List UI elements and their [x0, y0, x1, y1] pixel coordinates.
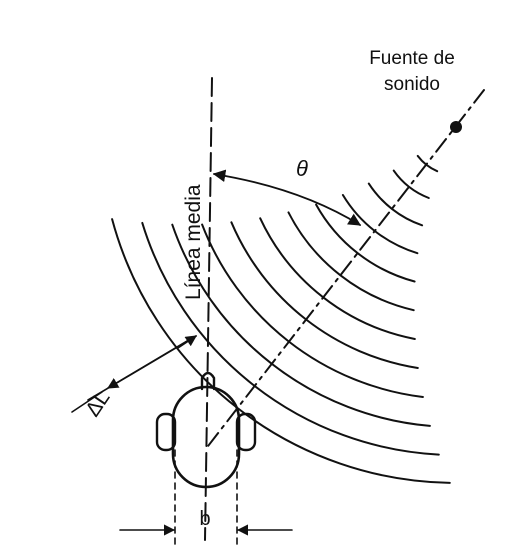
b-label: b	[199, 508, 210, 530]
wavefront-arc	[287, 211, 415, 312]
wavefront-arc	[367, 182, 424, 227]
theta-label: θ	[296, 156, 308, 181]
left-ear	[155, 412, 177, 452]
wavefront-arc	[171, 223, 431, 427]
midline	[204, 77, 213, 541]
nose	[200, 371, 216, 391]
wavefront-arc	[315, 203, 416, 283]
source-label-line1: Fuente de	[369, 48, 455, 69]
b-dimension: b	[119, 449, 293, 546]
wavefront-arc	[392, 169, 430, 199]
midline-label: Línea media	[182, 184, 205, 300]
delta-l-label: ΔL	[81, 387, 114, 421]
wavefront-arc	[111, 218, 451, 484]
wavefront-arc	[259, 217, 416, 340]
theta-arc	[212, 169, 362, 226]
wavefront-arc	[341, 194, 419, 255]
wavefront-arc	[141, 221, 440, 456]
head-outline	[171, 385, 241, 489]
right-ear	[235, 412, 257, 452]
wavefronts	[111, 154, 451, 484]
source-label-line2: sonido	[384, 74, 440, 95]
sound-direction-line	[204, 89, 485, 451]
wavefront-arc	[230, 221, 419, 369]
sound-source-dot	[450, 121, 462, 133]
wavefront-arc	[416, 154, 439, 173]
head-top-view	[155, 371, 257, 489]
wavefront-arc	[201, 223, 424, 398]
